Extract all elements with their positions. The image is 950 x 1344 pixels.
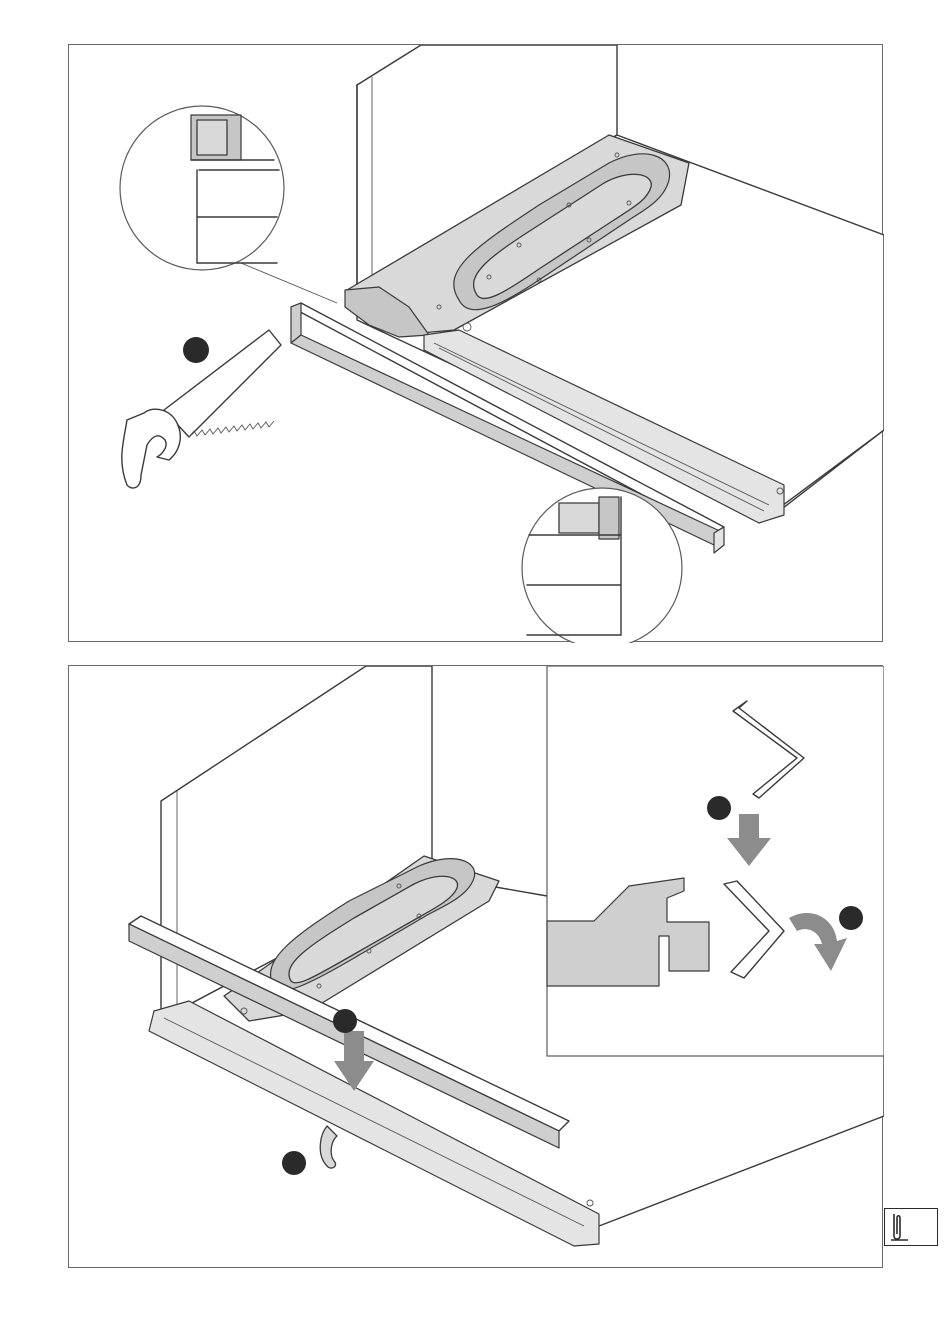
top-illustration — [69, 45, 884, 643]
top-illustration-panel — [68, 44, 883, 642]
step-marker-3 — [707, 796, 731, 820]
page-index-tab — [884, 1208, 938, 1246]
detail-inset — [547, 666, 884, 1056]
detail-view-top-left — [120, 106, 284, 270]
document-clip-icon — [888, 1212, 910, 1242]
bottom-illustration — [69, 666, 884, 1269]
step-marker-4 — [839, 906, 863, 930]
step-marker-2 — [282, 1151, 306, 1175]
step-marker-1 — [183, 337, 209, 363]
rotate-clip-icon — [320, 1126, 337, 1168]
detail-leader-line — [241, 263, 337, 303]
step-marker-1 — [333, 1009, 357, 1033]
bottom-illustration-panel — [68, 665, 883, 1268]
detail-view-bottom-right — [522, 488, 682, 643]
